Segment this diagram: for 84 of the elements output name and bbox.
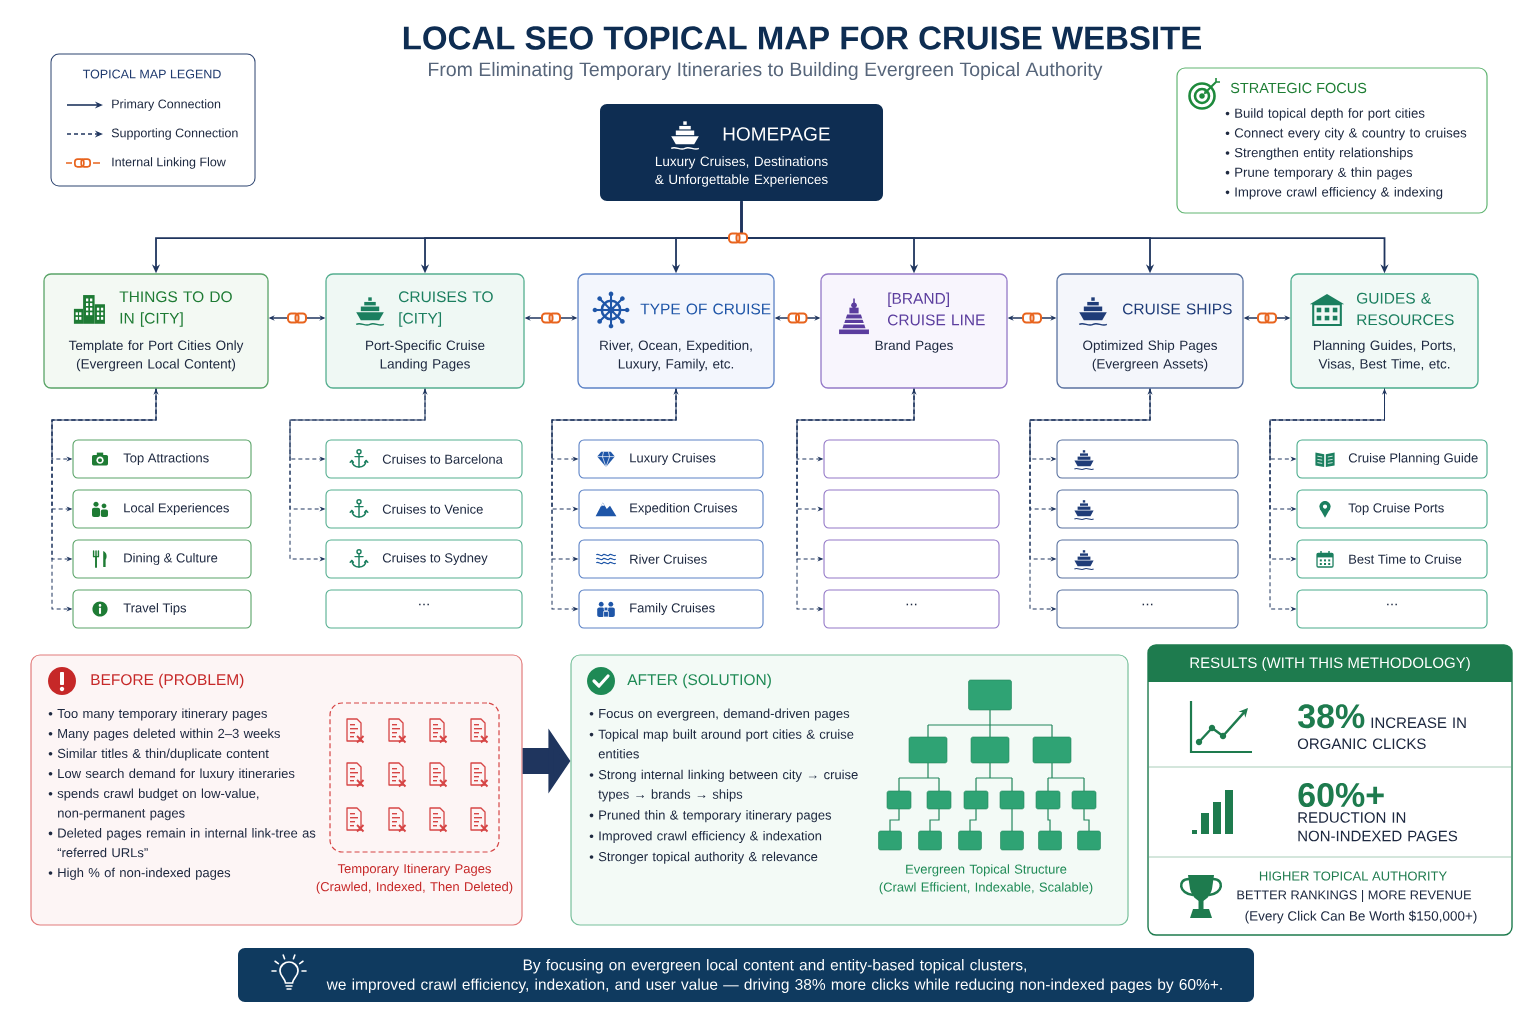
frame-caption: Temporary Itinerary Pages (Crawled, Indexed, Then Deleted) [316, 863, 513, 894]
box-description: Brand Pages [875, 340, 953, 353]
subtopic-box [823, 539, 1000, 579]
list-item: Too many temporary itinerary pages [57, 708, 267, 721]
list-item: Connect every city & country to cruises [1234, 127, 1467, 141]
banner: By focusing on evergreen local content and entity-based topical clusters, we improved crawl efficiency, indexation, and user value — driving 38% more clicks while reducing non-indexed pages by 60%+. [238, 948, 1254, 1002]
subtopic-box: ... [325, 589, 523, 629]
panel-heading: STRATEGIC FOCUS [1230, 82, 1367, 94]
subtopic-box [823, 439, 1000, 479]
list-item: High % of non-indexed pages [58, 867, 231, 880]
list-item: Strengthen entity relationships [1234, 147, 1413, 160]
stat-label: REDUCTION IN NON-INDEXED PAGES [1298, 812, 1458, 842]
box-heading: HOMEPAGE [723, 127, 830, 141]
subtopic-box: Cruises to Barcelona [325, 439, 523, 479]
subtopic-box: Cruises to Sydney [325, 539, 523, 579]
list-item: Deleted pages remain in internal link-tree as “referred URLs” [57, 828, 316, 858]
subtitle: From Eliminating Temporary Itineraries to Building Evergreen Topical Authority [429, 61, 1103, 81]
list-item: Pruned thin & temporary itinerary pages [599, 810, 832, 823]
stat-text: 38% INCREASE IN ORGANIC CLICKS [1297, 704, 1466, 750]
box-description: Luxury Cruises, Destinations & Unforgettable Experiences [655, 156, 828, 187]
list-item: Strong internal linking between city → cruise types → brands → ships [598, 769, 858, 802]
note-text: (Every Click Can Be Worth $150,000+) [1245, 910, 1477, 924]
legend-text: Supporting Connection [111, 128, 238, 140]
dashed-arrow [551, 388, 677, 611]
panel-heading: BEFORE (PROBLEM) [91, 673, 244, 689]
list-item: Similar titles & thin/duplicate content [57, 748, 269, 761]
dashed-arrow [51, 389, 158, 461]
subtopic-box: Top Attractions [72, 439, 252, 479]
subtopic-box: Dining & Culture [72, 539, 252, 579]
list-item: Topical map built around port cities & cruise entities [598, 729, 854, 759]
stat-value: 60%+ [1298, 782, 1384, 808]
legend-text: Primary Connection [112, 99, 221, 111]
stat-text: BETTER RANKINGS | MORE REVENUE [1237, 890, 1472, 902]
dashed-arrow [551, 389, 678, 461]
legend-text: Internal Linking Flow [112, 157, 226, 169]
box-description: Port-Specific Cruise Landing Pages [366, 340, 485, 372]
box-heading: [BRAND] CRUISE LINE [888, 292, 985, 326]
list-item: Focus on evergreen, demand-driven pages [599, 708, 850, 721]
box-heading: GUIDES & RESOURCES [1357, 292, 1454, 326]
dashed-arrow [796, 389, 916, 461]
subtopic-box: Best Time to Cruise [1296, 539, 1488, 579]
subtopic-box: Cruises to Venice [325, 489, 523, 529]
stat-heading: HIGHER TOPICAL AUTHORITY [1259, 871, 1447, 881]
subtopic-box: River Cruises [578, 539, 764, 579]
subtopic-box: Family Cruises [578, 589, 764, 629]
subtopic-box: Local Experiences [72, 489, 252, 529]
panel-heading: AFTER (SOLUTION) [627, 673, 771, 689]
box-description: Template for Port Cities Only (Evergreen Local Content) [68, 340, 244, 372]
subtopic-box: Luxury Cruises [578, 439, 764, 479]
dashed-arrow [1029, 389, 1152, 461]
dashed-arrow [796, 388, 915, 611]
list-item: Improved crawl efficiency & indexation [599, 830, 822, 843]
subtopic-box: Cruise Planning Guide [1296, 439, 1488, 479]
subtopic-box: Top Cruise Ports [1296, 489, 1488, 529]
list-item: Build topical depth for port cities [1235, 108, 1425, 121]
list-item: Improve crawl efficiency & indexing [1235, 186, 1443, 200]
list-item: Prune temporary & thin pages [1235, 167, 1412, 180]
box-heading: CRUISE SHIPS [1123, 303, 1232, 315]
list-item: Stronger topical authority & relevance [598, 851, 818, 864]
dashed-arrow [1269, 389, 1387, 461]
list-item: spends crawl budget on low-value, non-permanent pages [57, 788, 259, 821]
diagram-caption: Evergreen Topical Structure (Crawl Efficient, Indexable, Scalable) [879, 864, 1093, 895]
box-description: River, Ocean, Expedition, Luxury, Family, etc. [600, 340, 752, 372]
dashed-arrow [289, 389, 427, 461]
box-heading: THINGS TO DO IN [CITY] [119, 291, 232, 327]
dashed-arrow [289, 388, 426, 561]
subtopic-box: ... [823, 589, 1000, 629]
dashed-arrow [1269, 388, 1385, 611]
subtopic-box: Travel Tips [72, 589, 252, 629]
box-description: Optimized Ship Pages (Evergreen Assets) [1083, 340, 1217, 372]
title: LOCAL SEO TOPICAL MAP FOR CRUISE WEBSITE [403, 26, 1201, 50]
subtopic-box: ... [1056, 589, 1239, 629]
subtopic-box: ... [1296, 589, 1488, 629]
list-item: Low search demand for luxury itineraries [58, 768, 295, 781]
subtopic-box: Expedition Cruises [578, 489, 764, 529]
list-item: Many pages deleted within 2–3 weeks [58, 728, 280, 741]
box-heading: TYPE OF CRUISE [640, 303, 771, 315]
panel-header: RESULTS (WITH THIS METHODOLOGY) [1148, 645, 1512, 682]
dashed-arrow [1029, 388, 1151, 611]
box-description: Planning Guides, Ports, Visas, Best Time, etc. [1313, 340, 1455, 371]
legend-heading: TOPICAL MAP LEGEND [82, 69, 221, 79]
subtopic-box [823, 489, 1000, 529]
dashed-arrow [51, 388, 157, 611]
box-heading: CRUISES TO [CITY] [399, 291, 493, 327]
